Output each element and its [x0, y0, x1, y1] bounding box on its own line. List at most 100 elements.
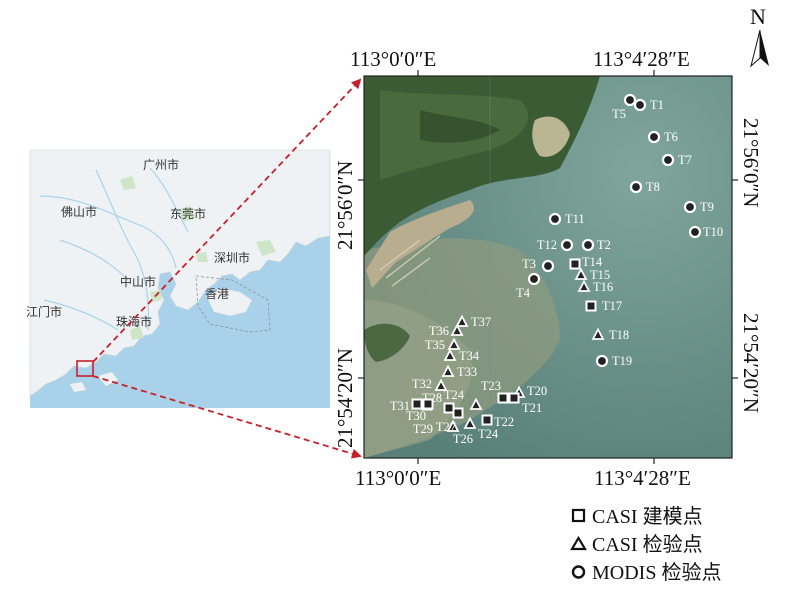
site-label: T24	[478, 427, 499, 441]
site-marker-circle	[595, 354, 609, 368]
site-label: T34	[459, 349, 480, 363]
site-marker-square	[585, 300, 597, 312]
legend-square-icon	[571, 508, 586, 523]
site-label: T33	[457, 365, 477, 379]
site-label: T10	[703, 225, 723, 239]
site-marker-circle	[647, 130, 661, 144]
coord-top-left: 113°0′0″E	[350, 47, 436, 71]
city-shenzhen: 深圳市	[214, 250, 250, 265]
site-label: T16	[593, 280, 613, 294]
site-marker-triangle	[434, 378, 448, 391]
site-marker-circle	[629, 180, 643, 194]
coord-right-upper: 21°56′0″N	[739, 118, 763, 207]
image-frame	[363, 75, 733, 459]
site-label: T36	[429, 324, 449, 338]
site-label: T35	[425, 338, 445, 352]
image-island	[364, 323, 410, 362]
site-label: T6	[664, 130, 678, 144]
site-label: T15	[590, 268, 610, 282]
study-area-box	[76, 360, 94, 377]
site-marker-circle	[560, 238, 574, 252]
site-label: T19	[612, 354, 632, 368]
north-arrow-left-half	[760, 30, 769, 66]
site-label: T29	[413, 422, 433, 436]
site-label: T2	[597, 238, 611, 252]
city-zhongshan: 中山市	[120, 274, 156, 289]
city-zhuhai: 珠海市	[116, 314, 152, 329]
site-label: T20	[527, 384, 547, 398]
north-arrow-right-half	[750, 29, 761, 68]
site-marker-triangle	[441, 364, 455, 377]
site-label: T23	[481, 379, 501, 393]
site-marker-triangle	[463, 416, 477, 429]
city-dongguan: 东莞市	[170, 206, 206, 221]
site-label: T7	[678, 153, 692, 167]
site-label: T31	[390, 399, 410, 413]
site-marker-square	[411, 398, 423, 410]
coord-left-lower: 21°54′20″N	[333, 348, 357, 448]
north-arrow: N	[750, 4, 769, 68]
site-label: T3	[522, 257, 536, 271]
inset-island-2	[70, 382, 86, 392]
site-marker-triangle	[577, 279, 591, 292]
site-marker-circle	[581, 238, 595, 252]
site-marker-square	[497, 392, 509, 404]
site-marker-triangle	[443, 348, 457, 361]
site-marker-triangle	[591, 327, 605, 340]
site-marker-triangle	[450, 323, 464, 336]
image-land-texture-2	[420, 110, 500, 143]
zoom-arrows	[92, 78, 362, 459]
coordinate-ticks	[358, 70, 738, 464]
site-label: T11	[565, 212, 585, 226]
legend-casi-check: CASI 检验点	[592, 533, 703, 556]
site-marker-triangle	[446, 419, 460, 432]
legend-casi-model: CASI 建模点	[592, 505, 703, 528]
inset-map: 广州市 佛山市 东莞市 深圳市 中山市 香港 江门市 珠海市	[26, 149, 331, 408]
city-hongkong: 香港	[205, 287, 229, 301]
site-label: T30	[406, 409, 426, 423]
site-label: T24	[444, 388, 465, 402]
site-label: T27	[436, 420, 456, 434]
site-marker-circle	[541, 259, 555, 273]
city-foshan: 佛山市	[61, 204, 97, 219]
site-marker-circle	[633, 98, 647, 112]
image-reclaimed-land	[366, 200, 474, 288]
legend-modis-check: MODIS 检验点	[592, 561, 721, 584]
site-marker-triangle	[447, 337, 461, 350]
site-marker-square	[452, 407, 464, 419]
site-marker-triangle	[469, 397, 483, 410]
coord-left-upper: 21°56′0″N	[333, 161, 357, 250]
coord-top-right: 113°4′28″E	[593, 47, 690, 71]
site-label: T4	[516, 286, 531, 300]
site-label: T22	[494, 415, 514, 429]
coord-right-lower: 21°54′20″N	[739, 313, 763, 413]
coord-bottom-right: 113°4′28″E	[594, 466, 691, 490]
site-marker-circle	[623, 93, 637, 107]
city-jiangmen: 江门市	[26, 304, 62, 319]
site-label: T8	[646, 180, 660, 194]
site-label: T5	[612, 107, 626, 121]
image-sandbar	[532, 116, 570, 157]
inset-green-areas	[120, 176, 276, 340]
site-label: T14	[582, 255, 603, 269]
site-marker-square	[422, 398, 434, 410]
site-marker-square	[481, 414, 493, 426]
legend-triangle-icon	[570, 535, 587, 551]
site-marker-circle	[527, 272, 541, 286]
site-label: T37	[471, 315, 491, 329]
site-marker-circle	[661, 153, 675, 167]
site-label: T17	[602, 299, 622, 313]
site-label: T9	[700, 200, 714, 214]
site-marker-square	[443, 402, 455, 414]
site-label: T18	[609, 328, 629, 342]
site-label: T12	[537, 238, 557, 252]
site-label: T21	[522, 401, 542, 415]
site-marker-circle	[683, 200, 697, 214]
city-guangzhou: 广州市	[143, 157, 179, 172]
inset-island-hk	[205, 287, 253, 317]
site-label: T1	[650, 98, 664, 112]
site-marker-triangle	[574, 267, 588, 280]
zoom-arrow-top	[92, 78, 362, 363]
site-marker-triangle	[455, 314, 469, 327]
